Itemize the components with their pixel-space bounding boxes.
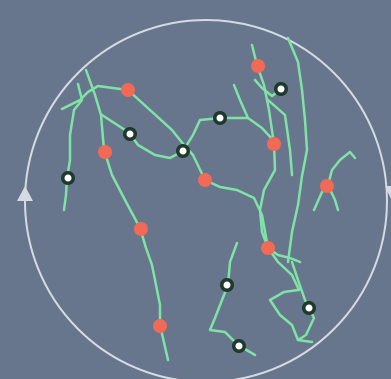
red-node[interactable]: [320, 179, 334, 193]
white-node[interactable]: [274, 82, 288, 96]
vine: [210, 243, 255, 355]
rotation-ring: [25, 20, 387, 379]
vine: [183, 118, 273, 151]
red-node[interactable]: [121, 83, 135, 97]
red-node[interactable]: [198, 173, 212, 187]
white-node[interactable]: [220, 278, 234, 292]
white-node[interactable]: [213, 111, 227, 125]
red-node[interactable]: [267, 137, 281, 151]
vine: [292, 262, 314, 340]
white-node[interactable]: [123, 127, 137, 141]
vine: [62, 86, 268, 248]
white-node[interactable]: [302, 301, 316, 315]
rotate-left-arrow[interactable]: [17, 186, 33, 201]
red-node[interactable]: [261, 241, 275, 255]
red-node[interactable]: [251, 59, 265, 73]
vine: [102, 115, 183, 158]
white-node[interactable]: [176, 144, 190, 158]
red-node[interactable]: [98, 145, 112, 159]
white-node[interactable]: [61, 171, 75, 185]
red-node[interactable]: [153, 319, 167, 333]
white-node[interactable]: [232, 339, 246, 353]
vine: [234, 85, 248, 118]
red-node[interactable]: [134, 222, 148, 236]
